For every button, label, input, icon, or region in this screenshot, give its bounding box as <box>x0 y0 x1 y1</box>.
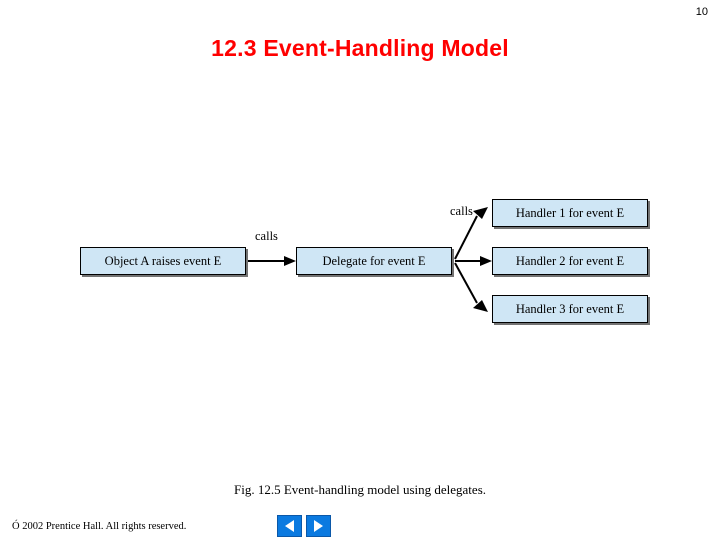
copyright-footer: Ó 2002 Prentice Hall. All rights reserve… <box>12 521 187 532</box>
triangle-left-icon <box>285 520 294 532</box>
diagram-box-handler-2: Handler 2 for event E <box>492 247 648 275</box>
diagram-box-delegate-label: Delegate for event E <box>322 253 426 268</box>
slide-navigation <box>277 515 331 537</box>
diagram-box-handler-2-label: Handler 2 for event E <box>515 253 625 268</box>
page-number: 10 <box>695 6 708 18</box>
figure-caption: Fig. 12.5 Event-handling model using del… <box>233 482 486 497</box>
diagram-box-delegate: Delegate for event E <box>296 247 452 275</box>
diagram-box-handler-3: Handler 3 for event E <box>492 295 648 323</box>
arrow-label-calls-delegate: calls <box>255 229 278 243</box>
diagram-box-object-a-label: Object A raises event E <box>104 253 222 268</box>
diagram-box-object-a: Object A raises event E <box>80 247 246 275</box>
arrow-label-calls-handler: calls <box>450 204 473 218</box>
triangle-right-icon <box>314 520 323 532</box>
diagram-box-handler-1-label: Handler 1 for event E <box>515 205 625 220</box>
previous-slide-button[interactable] <box>277 515 302 537</box>
next-slide-button[interactable] <box>306 515 331 537</box>
page-title: 12.3 Event-Handling Model <box>211 35 509 61</box>
diagram-box-handler-1: Handler 1 for event E <box>492 199 648 227</box>
diagram-box-handler-3-label: Handler 3 for event E <box>515 301 625 316</box>
